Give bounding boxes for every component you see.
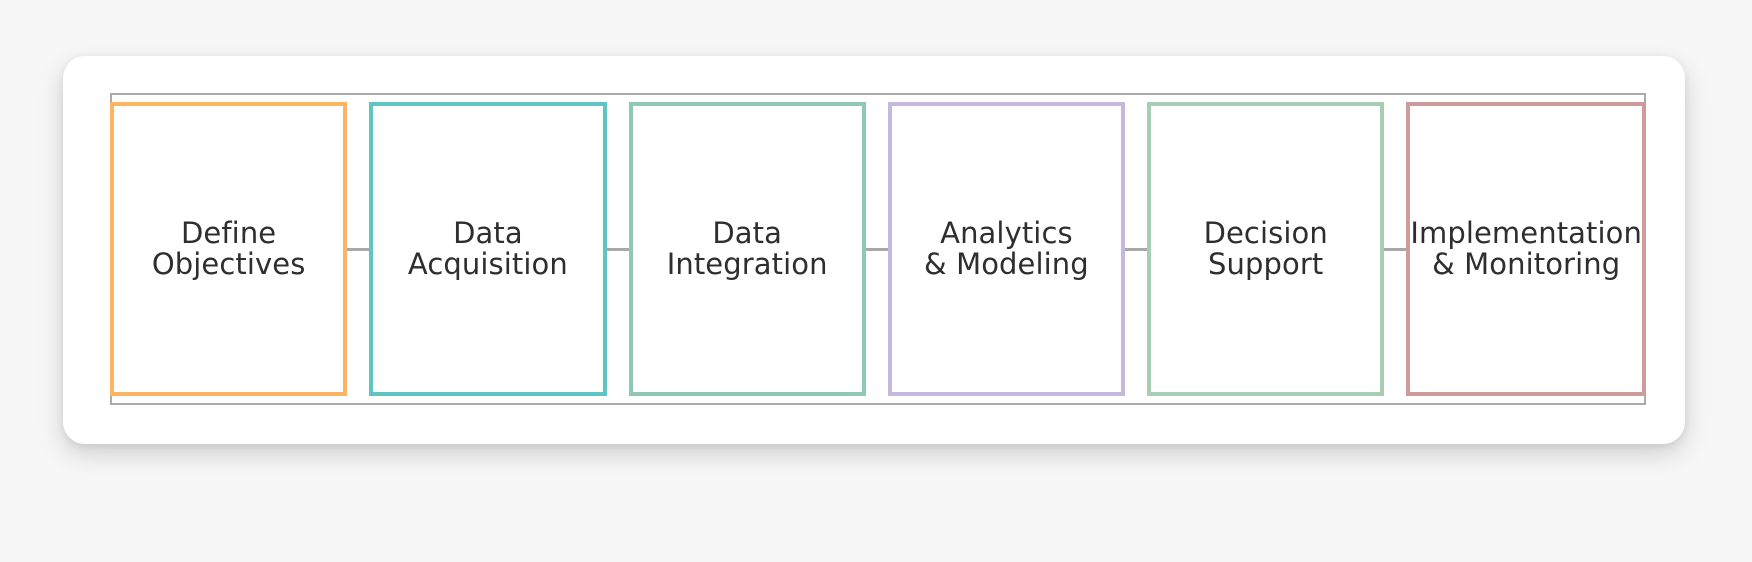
connector-3-4 <box>865 102 888 396</box>
process-step-define-objectives[interactable]: Define Objectives <box>110 102 348 396</box>
process-step-label: Implementation & Monitoring <box>1410 215 1643 281</box>
process-step-label-line1: Data <box>453 215 523 250</box>
connector-line <box>1125 247 1148 251</box>
process-step-label: Decision Support <box>1203 215 1328 281</box>
process-step-label-line1: Define <box>180 215 277 250</box>
process-step-label-line1: Data <box>712 215 782 250</box>
connector-line <box>865 247 888 251</box>
connector-line <box>606 247 629 251</box>
process-step-label-line1: Implementation <box>1410 215 1643 250</box>
process-step-label-line2: Support <box>1208 247 1324 281</box>
process-step-implementation-monitoring[interactable]: Implementation & Monitoring <box>1406 102 1647 396</box>
process-step-decision-support[interactable]: Decision Support <box>1147 102 1385 396</box>
connector-line <box>1384 247 1407 251</box>
connector-5-6 <box>1384 102 1407 396</box>
process-step-label-line2: Objectives <box>151 247 306 281</box>
process-step-data-acquisition[interactable]: Data Acquisition <box>369 102 607 396</box>
process-step-label-line1: Analytics <box>940 215 1073 250</box>
process-step-label: Define Objectives <box>151 215 306 281</box>
process-step-label-line2: & Modeling <box>924 247 1089 281</box>
process-step-label-line2: Integration <box>666 247 828 281</box>
process-step-label: Data Acquisition <box>407 215 568 281</box>
process-step-label-line2: Acquisition <box>407 247 568 281</box>
process-step-data-integration[interactable]: Data Integration <box>628 102 866 396</box>
process-flow-row: Define Objectives Data Acquisition Data … <box>110 93 1647 405</box>
connector-2-3 <box>606 102 629 396</box>
connector-1-2 <box>347 102 370 396</box>
connector-line <box>347 247 370 251</box>
connector-4-5 <box>1125 102 1148 396</box>
process-step-label: Data Integration <box>666 215 828 281</box>
process-step-label: Analytics & Modeling <box>924 215 1089 281</box>
process-step-label-line2: & Monitoring <box>1432 247 1621 281</box>
process-step-label-line1: Decision <box>1203 215 1328 250</box>
process-step-analytics-modeling[interactable]: Analytics & Modeling <box>887 102 1126 396</box>
